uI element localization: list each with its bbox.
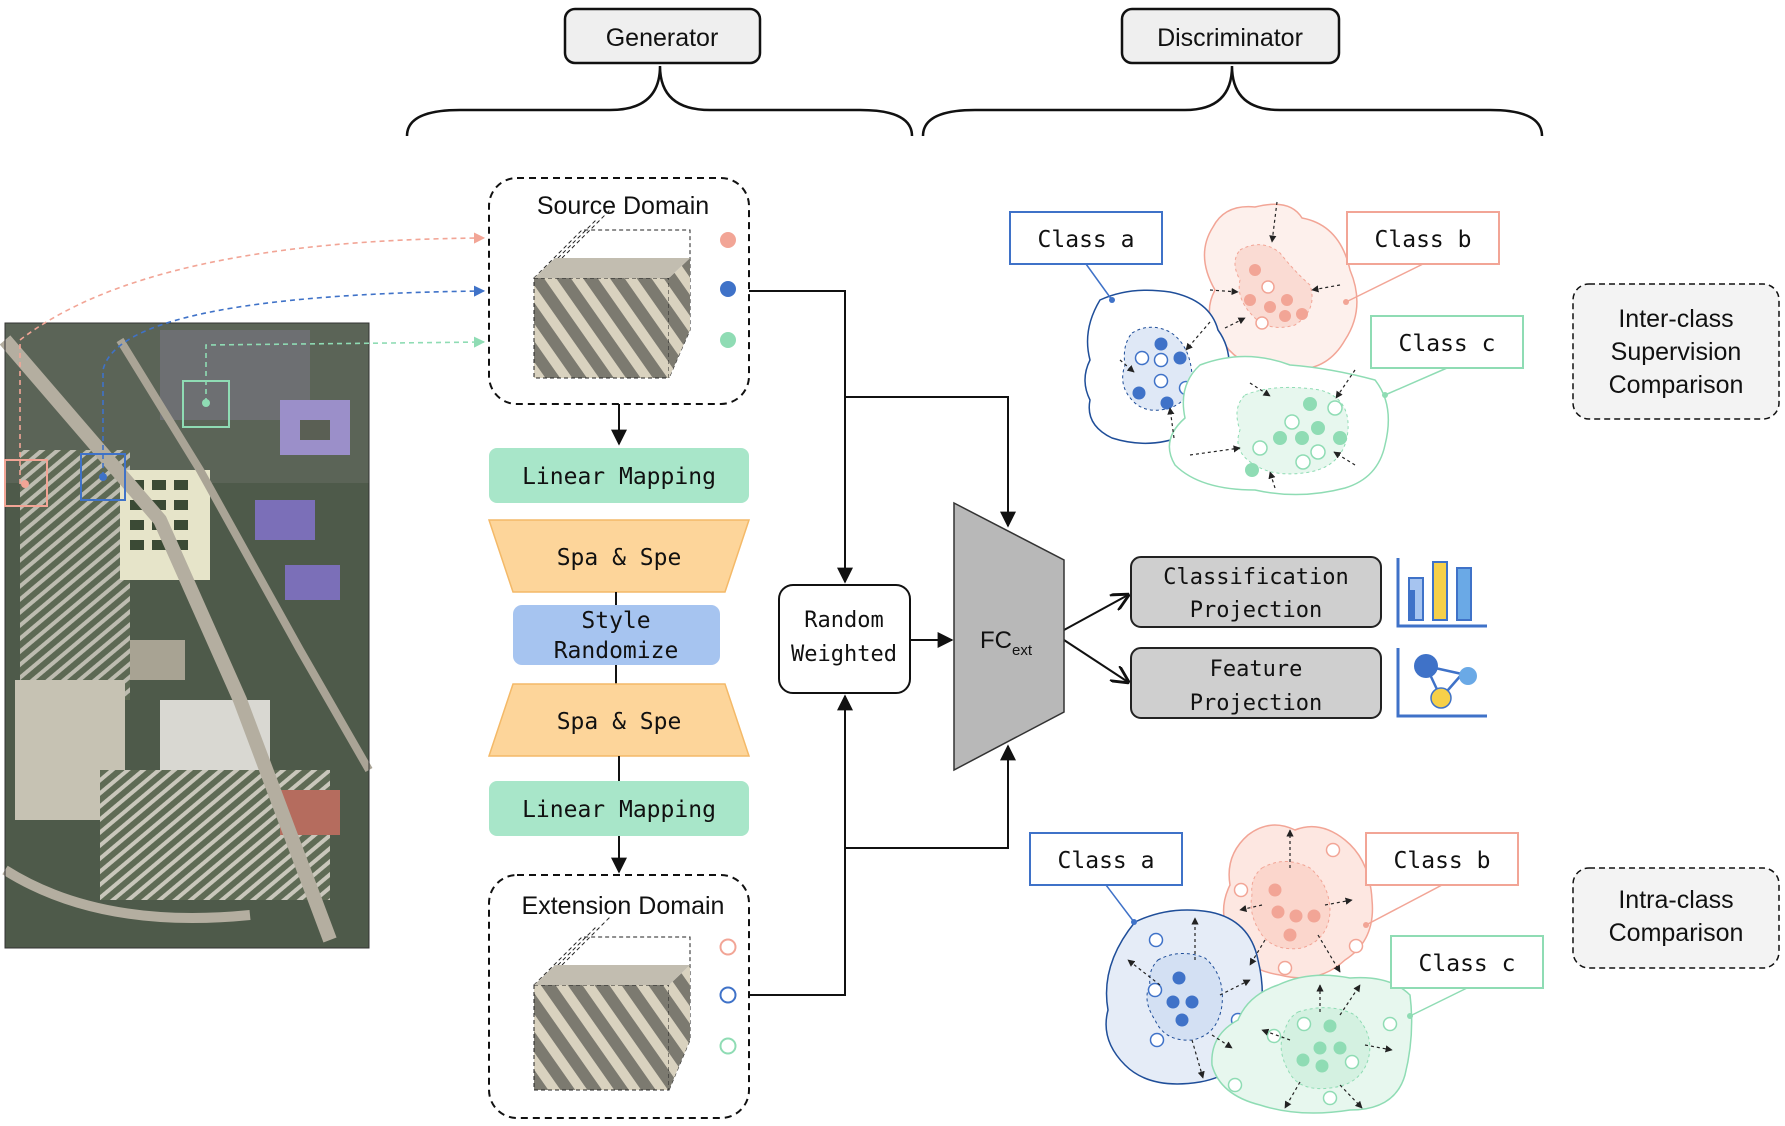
intra-class-caption: Intra-class Comparison (1572, 867, 1780, 969)
svg-text:Class a: Class a (1038, 227, 1135, 253)
svg-text:Feature: Feature (1210, 657, 1303, 682)
linear-mapping-bottom: Linear Mapping (489, 781, 749, 836)
svg-text:Projection: Projection (1190, 598, 1322, 623)
svg-text:Class b: Class b (1375, 227, 1472, 253)
svg-text:Linear Mapping: Linear Mapping (522, 464, 716, 490)
extension-cube (533, 916, 691, 1091)
svg-text:Style: Style (581, 608, 650, 634)
svg-text:Class a: Class a (1058, 848, 1155, 874)
svg-text:Comparison: Comparison (1609, 919, 1744, 947)
svg-text:FCext: FCext (980, 627, 1033, 659)
extension-dot-class-b (719, 938, 737, 956)
source-dot-class-b (720, 232, 736, 248)
svg-text:Class c: Class c (1399, 331, 1496, 357)
svg-text:Classification: Classification (1163, 565, 1348, 590)
svg-text:Comparison: Comparison (1609, 371, 1744, 399)
generator-label: Generator (606, 24, 719, 52)
discriminator-header: Discriminator (921, 7, 1544, 137)
fc-label: FC (980, 627, 1012, 654)
source-dot-class-c (720, 332, 736, 348)
network-graph-icon (1396, 648, 1487, 718)
source-domain-label: Source Domain (537, 192, 709, 220)
style-randomize: Style Randomize (513, 605, 720, 665)
intra-class-cluster (1105, 824, 1413, 1114)
svg-text:Randomize: Randomize (554, 638, 679, 664)
extension-domain-label: Extension Domain (522, 892, 725, 920)
svg-text:Random: Random (804, 608, 883, 633)
inter-class-c-label: Class c (1370, 315, 1524, 398)
svg-text:Inter-class: Inter-class (1618, 305, 1733, 333)
intra-class-c-label: Class c (1390, 935, 1544, 1019)
inter-class-b-label: Class b (1343, 211, 1500, 305)
source-cube (533, 209, 691, 379)
spa-spe-bottom: Spa & Spe (487, 683, 751, 757)
inter-class-a-label: Class a (1009, 211, 1163, 303)
svg-text:Spa & Spe: Spa & Spe (557, 709, 682, 735)
generator-header: Generator (405, 7, 914, 137)
sample-arrows (19, 232, 486, 484)
extension-dot-class-a (719, 986, 737, 1004)
discriminator-label: Discriminator (1157, 24, 1303, 52)
linear-mapping-top: Linear Mapping (489, 448, 749, 503)
source-domain-box: Source Domain (488, 177, 750, 405)
bar-chart-icon (1396, 558, 1487, 628)
fc-subscript: ext (1012, 642, 1033, 659)
intra-class-b-label: Class b (1363, 832, 1519, 928)
source-dot-class-a (720, 281, 736, 297)
inter-class-cluster (1084, 201, 1390, 496)
extension-dot-class-c (719, 1037, 737, 1055)
svg-text:Spa & Spe: Spa & Spe (557, 545, 682, 571)
fc-ext-block: FCext (953, 501, 1065, 772)
svg-text:Projection: Projection (1190, 691, 1322, 716)
svg-text:Class b: Class b (1394, 848, 1491, 874)
inter-class-caption: Inter-class Supervision Comparison (1572, 283, 1780, 420)
svg-text:Class c: Class c (1419, 951, 1516, 977)
random-weighted-box: Random Weighted (778, 584, 911, 694)
intra-class-a-label: Class a (1029, 832, 1183, 925)
spa-spe-top: Spa & Spe (487, 519, 751, 593)
feature-projection: Feature Projection (1130, 647, 1382, 719)
svg-text:Linear Mapping: Linear Mapping (522, 797, 716, 823)
discriminator-brace (921, 65, 1544, 137)
generator-brace (405, 65, 914, 137)
routing-lines (749, 290, 1128, 996)
svg-text:Weighted: Weighted (791, 642, 897, 667)
svg-text:Supervision: Supervision (1611, 338, 1742, 366)
extension-domain-box: Extension Domain (488, 874, 750, 1119)
svg-text:Intra-class: Intra-class (1618, 886, 1733, 914)
classification-projection: Classification Projection (1130, 556, 1382, 628)
satellite-image (0, 322, 373, 949)
